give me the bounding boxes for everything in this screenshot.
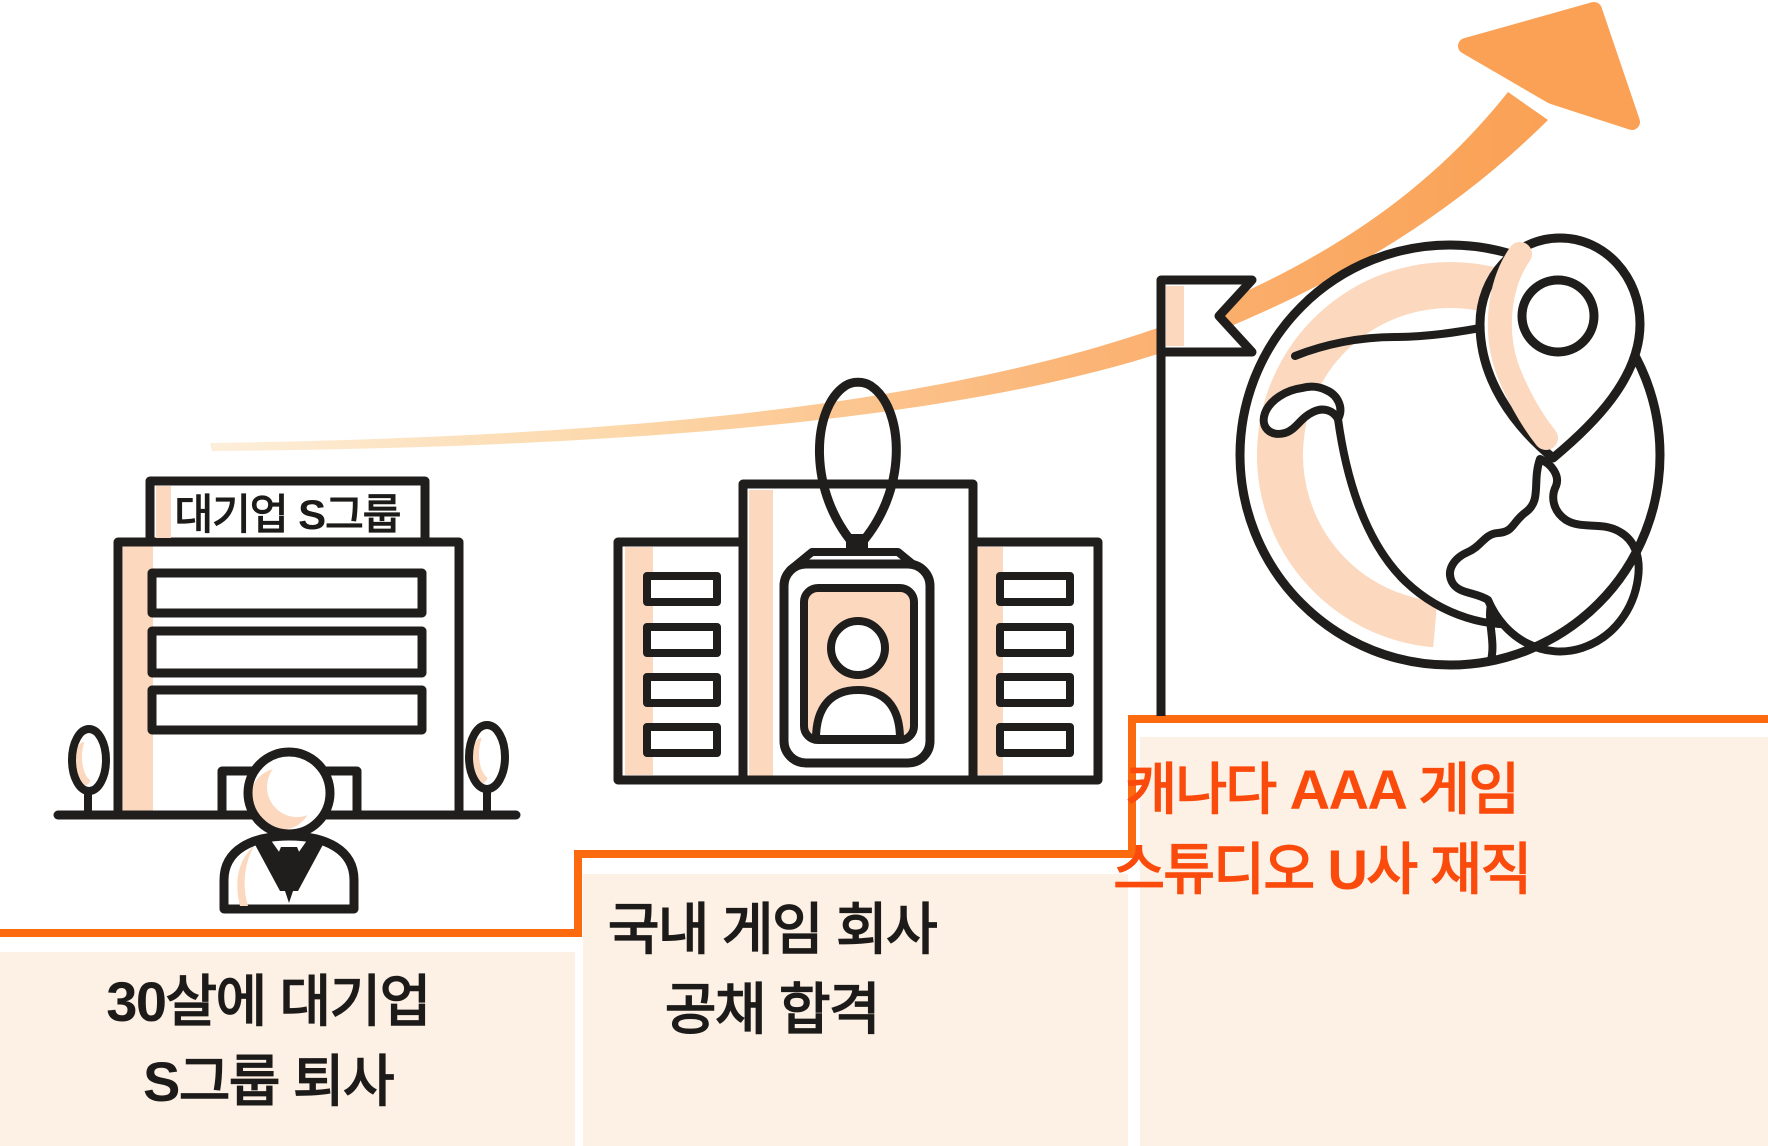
step-1-label: 30살에 대기업 S그룹 퇴사	[8, 962, 528, 1122]
id-badge-icon	[779, 377, 935, 768]
lanyard-clip	[846, 534, 868, 558]
step-1-line-2: S그룹 퇴사	[143, 1050, 395, 1113]
step-2-label: 국내 게임 회사 공채 합격	[512, 890, 1032, 1050]
businessman-icon	[219, 747, 359, 914]
step-2-line-1: 국내 게임 회사	[607, 898, 938, 961]
tree-icon	[68, 725, 110, 813]
building-sign-label: 대기업 S그룹	[174, 491, 402, 538]
step-3-line-1: 캐나다 AAA 게임	[1125, 758, 1520, 821]
badge-photo-person	[811, 617, 905, 743]
lanyard-loop	[814, 377, 901, 555]
location-pin-icon	[1475, 233, 1645, 463]
globe-icon	[1235, 240, 1665, 670]
game-company-building-icon	[613, 479, 1103, 785]
step-2-line-2: 공채 합격	[664, 978, 881, 1041]
step-card-1	[0, 952, 575, 1146]
arrowhead-icon	[1458, 2, 1640, 130]
growth-arrow-icon	[210, 2, 1640, 451]
flag-icon	[1156, 275, 1257, 716]
badge-tab	[786, 548, 924, 574]
step-3-line-2: 스튜디오 U사 재직	[1113, 838, 1532, 901]
step-1-line-1: 30살에 대기업	[106, 970, 431, 1033]
tree-icon	[465, 721, 509, 815]
step-3-label: 캐나다 AAA 게임 스튜디오 U사 재직	[1062, 750, 1582, 910]
door	[217, 766, 362, 820]
